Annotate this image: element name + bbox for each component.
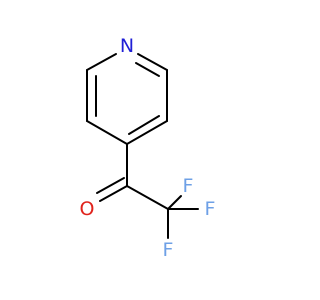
bond-c6-n1 <box>137 53 168 71</box>
atom-nitrogen: N <box>120 35 134 57</box>
atom-fluorine-right: F <box>205 198 216 220</box>
bond-c3-c4 <box>86 120 128 145</box>
bond-c6-n1-inner <box>135 62 160 77</box>
atom-oxygen: O <box>80 198 95 220</box>
bond-c-f1 <box>167 195 182 210</box>
atom-fluorine-top: F <box>183 175 194 197</box>
bond-c4-c5 <box>126 120 168 145</box>
bond-ccarbonyl-ccf3 <box>126 185 169 210</box>
atom-fluorine-bottom: F <box>163 239 174 261</box>
bond-n1-c2 <box>86 53 117 71</box>
bond-carbonyl-o-outer <box>99 185 128 202</box>
bond-carbonyl-o-inner <box>96 177 125 194</box>
structure-diagram: N O F F F <box>80 35 216 261</box>
bond-c4-c5-inner <box>128 115 160 135</box>
